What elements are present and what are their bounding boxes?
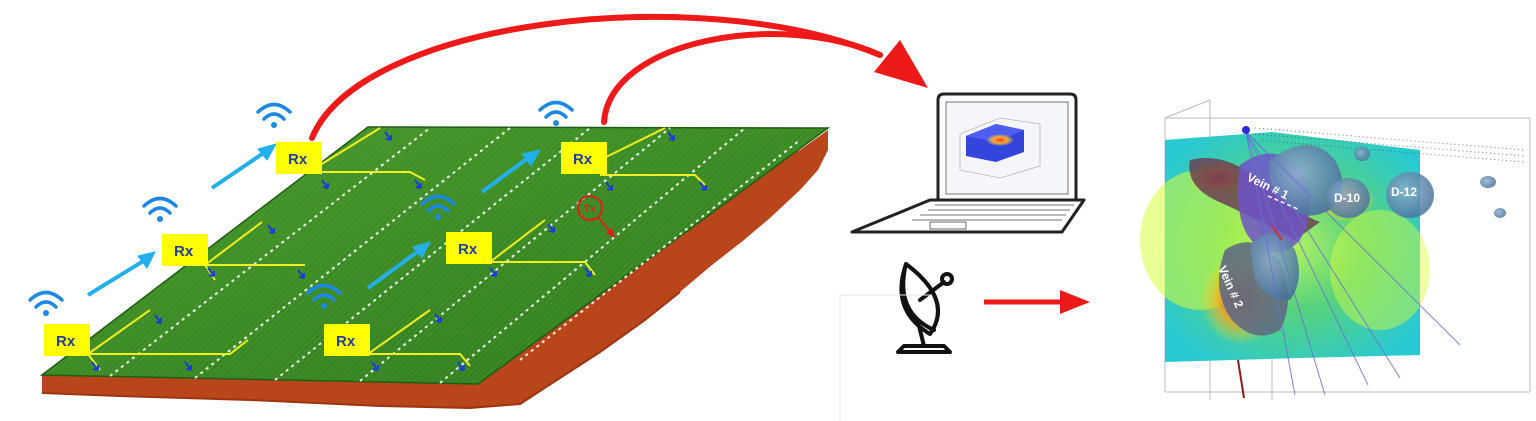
transmitter: Tx bbox=[577, 195, 615, 238]
receiver-2: Rx bbox=[142, 196, 208, 266]
wifi-icon bbox=[28, 290, 64, 316]
inversion-model: Vein # 1 Vein # 2 D-10 D-12 bbox=[1140, 99, 1531, 400]
satellite-dish-icon bbox=[896, 262, 954, 354]
receiver-4: Rx bbox=[306, 283, 370, 356]
receiver-3: Rx bbox=[256, 102, 322, 174]
receiver-5: Rx bbox=[420, 194, 492, 264]
wifi-icon bbox=[306, 283, 342, 309]
receiver-label: Rx bbox=[336, 333, 356, 350]
arc-arrow-long bbox=[309, 13, 883, 141]
laptop-icon bbox=[850, 92, 1086, 234]
wifi-icon bbox=[142, 196, 178, 222]
arc-arrow-short bbox=[601, 31, 883, 125]
arrow-head-icon bbox=[1060, 290, 1090, 314]
wifi-icon bbox=[538, 100, 574, 126]
wifi-icon bbox=[420, 194, 456, 220]
data-flow-arrows bbox=[309, 13, 1090, 314]
receiver-label: Rx bbox=[458, 241, 478, 258]
electrode-markers bbox=[91, 131, 707, 371]
d10-label: D-10 bbox=[1334, 191, 1360, 205]
wifi-icon bbox=[256, 102, 292, 128]
arrow-head-icon bbox=[874, 40, 928, 88]
receiver-label: Rx bbox=[56, 333, 76, 350]
survey-lines bbox=[109, 127, 801, 384]
survey-field: Tx bbox=[39, 126, 831, 410]
signal-arrows bbox=[86, 143, 541, 297]
soil-layer bbox=[42, 130, 828, 408]
receiver-cables bbox=[87, 127, 706, 371]
receiver-6: Rx bbox=[538, 100, 607, 174]
d12-label: D-12 bbox=[1391, 185, 1417, 199]
receiver-1: Rx bbox=[28, 290, 90, 356]
receivers: Rx Rx Rx bbox=[28, 100, 607, 356]
receiver-label: Rx bbox=[573, 151, 593, 168]
receiver-label: Rx bbox=[288, 151, 308, 168]
transmitter-label: Tx bbox=[584, 204, 596, 215]
receiver-label: Rx bbox=[174, 243, 194, 260]
